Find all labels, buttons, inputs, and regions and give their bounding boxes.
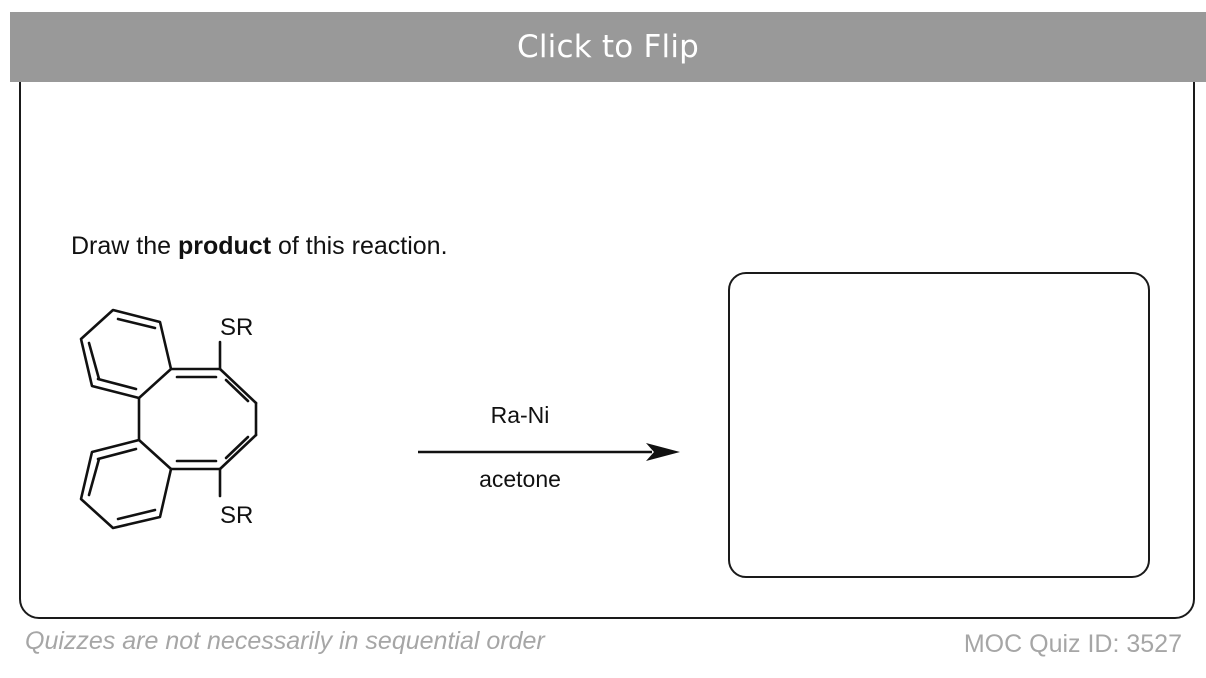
reaction-arrow (418, 443, 680, 461)
sequence-note: Quizzes are not necessarily in sequentia… (25, 627, 545, 655)
reactant-structure: SR SR (79, 308, 258, 530)
upper-benzene-ring (79, 308, 173, 400)
answer-box[interactable] (728, 272, 1150, 578)
question-prefix: Draw the (71, 232, 178, 260)
substituent-top-label: SR (220, 314, 253, 341)
question-text: Draw the product of this reaction. (71, 232, 448, 261)
question-suffix: of this reaction. (271, 232, 448, 260)
quiz-id-label: MOC Quiz ID: 3527 (963, 630, 1182, 658)
question-emphasis: product (177, 232, 272, 260)
flip-card-label: Click to Flip (516, 29, 700, 65)
solvent-label: acetone (479, 466, 561, 492)
substituent-bottom-label: SR (220, 502, 253, 529)
reagent-label: Ra-Ni (490, 402, 550, 428)
lower-benzene-ring (79, 438, 173, 530)
flip-card-button[interactable]: Click to Flip (10, 12, 1206, 82)
